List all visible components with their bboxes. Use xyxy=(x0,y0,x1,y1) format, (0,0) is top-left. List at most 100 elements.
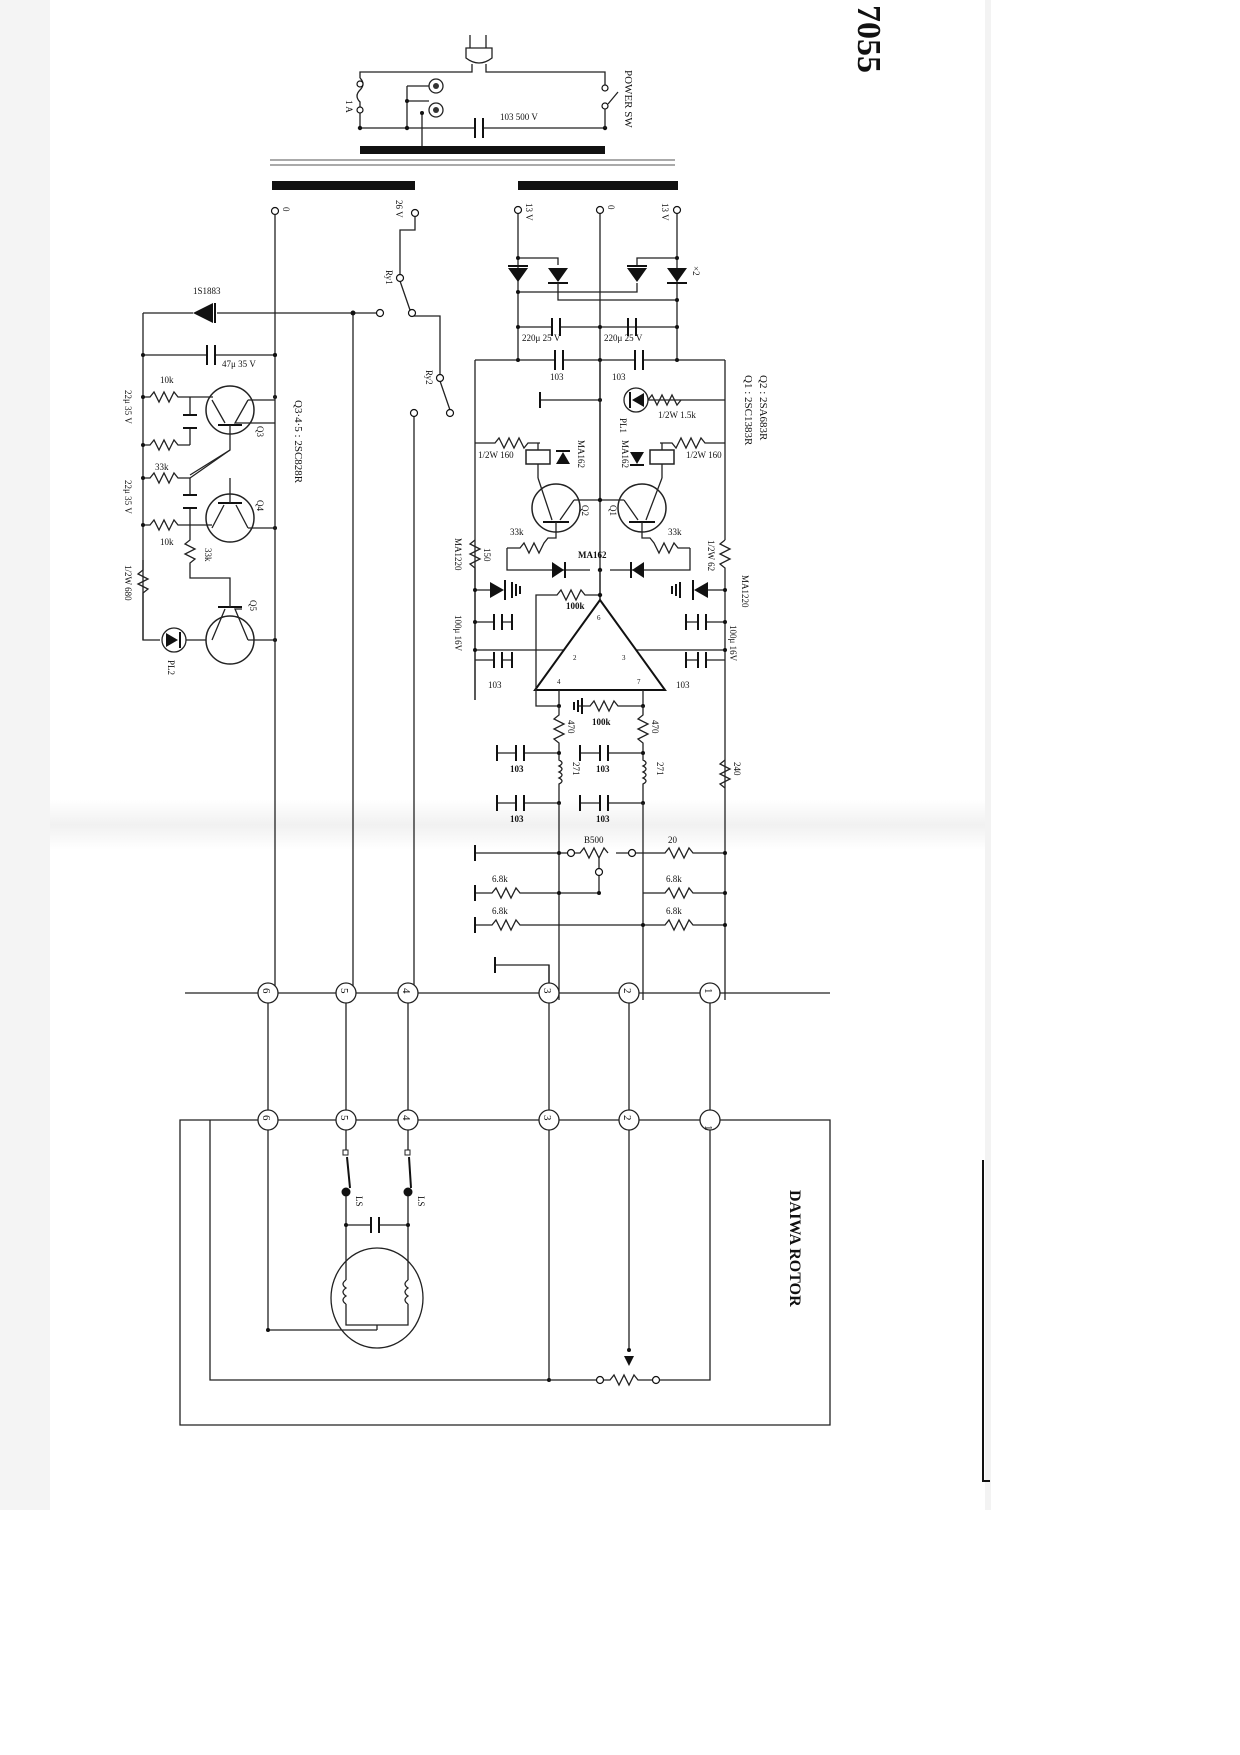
resistor-icon xyxy=(552,706,650,753)
choke-271-left-label: 271 xyxy=(571,762,581,776)
terminal-4[interactable]: 4 xyxy=(397,982,419,1004)
rectifier-bridge: ×2 220μ 25 V 220μ 25 V 103 103 xyxy=(475,214,725,620)
cap-103-opamp-left-label: 103 xyxy=(488,680,502,690)
rotor-terminal-4[interactable]: 4 xyxy=(397,1109,419,1131)
limit-switch-2-label: LS xyxy=(416,1196,426,1207)
opamp-icon xyxy=(533,598,667,691)
q1-label: Q1 xyxy=(608,505,618,516)
power-input-section: 1 A 103 500 V POWER SW xyxy=(270,35,675,166)
ground-icon xyxy=(671,582,681,598)
diode-icon xyxy=(552,562,564,578)
rotor-terminal-2[interactable]: 2 xyxy=(618,1109,640,1131)
res-150-label: 150 xyxy=(482,548,492,562)
diode-1s1883-label: 1S1883 xyxy=(193,286,221,296)
limit-switch-1-label: LS xyxy=(354,1196,364,1207)
zener-diode-icon xyxy=(490,582,504,598)
electrolytic-cap-icon xyxy=(493,614,707,630)
terminal-6[interactable]: 6 xyxy=(257,982,279,1004)
pot-b500-label: B500 xyxy=(584,835,604,845)
connector-rotor-side: 6 5 4 3 2 1 xyxy=(179,1109,831,1426)
res-62-label: 1/2W 62 xyxy=(706,540,716,571)
decoupling-cap-icon xyxy=(493,652,707,668)
resistor-icon xyxy=(647,393,682,407)
ma1220-right-label: MA1220 xyxy=(740,575,750,608)
limit-switch-icon xyxy=(346,1156,412,1189)
motor-icon xyxy=(330,1247,424,1349)
daiwa-rotor-label: DAIWA ROTOR xyxy=(786,1190,803,1307)
power-switch-icon[interactable] xyxy=(604,80,619,128)
opamp-pin-4: 4 xyxy=(557,678,561,686)
resistor-icon xyxy=(143,390,190,452)
cap-100u-right-label: 100μ 16V xyxy=(728,625,738,662)
relay-driver-section: 1/2W 160 1/2W 160 MA162 MA162 Q2 Q1 33k … xyxy=(474,360,726,700)
cap-103-right-label: 103 xyxy=(612,372,626,382)
diode-icon xyxy=(193,303,213,323)
choke-icon xyxy=(557,753,647,803)
capacitor-icon xyxy=(474,118,484,138)
res-6-8k-1-label: 6.8k xyxy=(492,874,508,884)
svg-text:3: 3 xyxy=(541,988,553,994)
q1-type-note: Q1 : 2SC1383R xyxy=(742,375,754,446)
svg-text:4: 4 xyxy=(400,1115,412,1121)
cap-103-opamp-right-label: 103 xyxy=(676,680,690,690)
transformer-core xyxy=(270,159,675,166)
choke-271-right-label: 271 xyxy=(655,762,665,776)
interconnect-cable xyxy=(267,1003,711,1110)
svg-text:2: 2 xyxy=(621,1115,633,1121)
rotor-terminal-3[interactable]: 3 xyxy=(538,1109,560,1131)
svg-text:1: 1 xyxy=(702,1125,714,1131)
tap-26v-label: 26 V xyxy=(394,200,404,218)
zener-diode-icon xyxy=(694,582,708,598)
flasher-multivibrator: 1S1883 47μ 35 V 10k 22μ 35 V Q3 33k 10k … xyxy=(123,286,380,675)
scan-shadow-left xyxy=(0,0,50,1510)
terminal-3[interactable]: 3 xyxy=(538,982,560,1004)
rotor-terminal-5[interactable]: 5 xyxy=(335,1109,357,1131)
ground-icon xyxy=(573,698,583,714)
motor-winding-icon xyxy=(342,1279,410,1330)
cap-47u-label: 47μ 35 V xyxy=(222,359,256,369)
q345-type-note: Q3·4·5 : 2SC828R xyxy=(292,400,304,484)
tap-0-label: 0 xyxy=(281,207,291,212)
cap-103-filter-2-label: 103 xyxy=(596,764,610,774)
bypass-cap-icon xyxy=(554,350,644,370)
scan-fold-band xyxy=(50,800,990,850)
resistor-icon xyxy=(718,539,732,1000)
terminal-5[interactable]: 5 xyxy=(335,982,357,1004)
res-470-right-label: 470 xyxy=(650,720,660,734)
q2-type-note: Q2 : 2SA683R xyxy=(757,375,769,441)
scan-shadow-right xyxy=(985,0,991,1510)
opamp-pin-3: 3 xyxy=(622,654,626,662)
rotor-terminal-1[interactable]: 1 xyxy=(699,1109,721,1131)
resistor-icon xyxy=(143,471,190,532)
svg-text:6: 6 xyxy=(260,1115,272,1121)
resistor-icon xyxy=(718,759,732,789)
potentiometer-wiper xyxy=(594,867,604,877)
power-switch-label: POWER SW xyxy=(622,70,634,128)
cap-220u-right-label: 220μ 25 V xyxy=(604,333,643,343)
tap-13v-left-label: 13 V xyxy=(524,203,534,221)
transformer-primary xyxy=(360,146,605,154)
res-160-right-label: 1/2W 160 xyxy=(686,450,722,460)
res-100k-top-label: 100k xyxy=(566,601,585,611)
filter-cap-icon xyxy=(496,795,609,811)
relay-contacts: Ry1 Ry2 xyxy=(273,214,550,1000)
rotor-terminal-6[interactable]: 6 xyxy=(257,1109,279,1131)
opamp-pin-7: 7 xyxy=(637,678,641,686)
transformer-secondary: 0 26 V 13 V 0 13 V xyxy=(270,181,682,221)
diode-icon xyxy=(508,268,528,282)
svg-text:1: 1 xyxy=(702,988,714,994)
ma162-base-label: MA162 xyxy=(578,550,607,560)
pl2-resistor-label: 1/2W 680 xyxy=(123,565,133,601)
terminal-1[interactable]: 1 xyxy=(699,982,721,1004)
terminal-2[interactable]: 2 xyxy=(618,982,640,1004)
model-number: 7055 xyxy=(850,5,887,73)
res-20-label: 20 xyxy=(668,835,678,845)
cap-103-500v-label: 103 500 V xyxy=(500,112,538,122)
res-6-8k-3-label: 6.8k xyxy=(666,874,682,884)
ma162-left-label: MA162 xyxy=(576,440,586,468)
diode-icon xyxy=(627,268,647,282)
transistor-q5 xyxy=(205,615,255,665)
svg-text:6: 6 xyxy=(260,988,272,994)
cap-22u-top-label: 22μ 35 V xyxy=(123,390,133,424)
cap-220u-left-label: 220μ 25 V xyxy=(522,333,561,343)
